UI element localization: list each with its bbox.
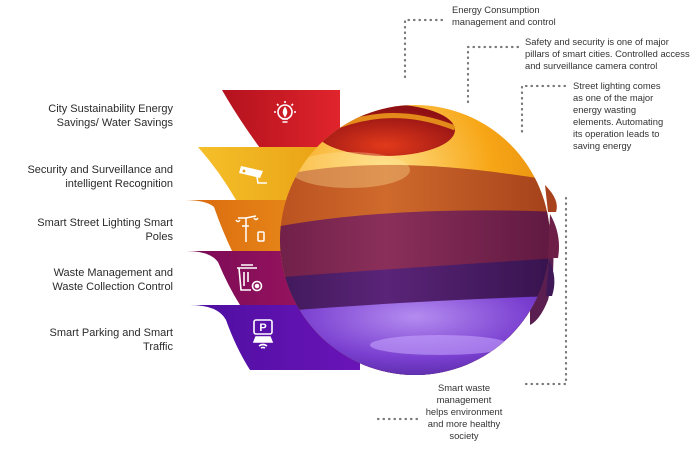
leader-lines xyxy=(376,18,568,421)
leader-safety xyxy=(466,45,520,105)
trash-bin-gear-icon xyxy=(237,264,263,292)
label-parking: Smart Parking and Smart Traffic xyxy=(49,327,174,353)
note-safety: Safety and security is one of major pill… xyxy=(525,36,690,71)
label-waste: Waste Management and Waste Collection Co… xyxy=(52,267,173,293)
svg-text:P: P xyxy=(259,322,266,334)
leader-waste xyxy=(524,194,568,386)
note-waste: Smart waste management helps environment… xyxy=(425,382,503,441)
note-energy: Energy Consumption management and contro… xyxy=(452,4,556,27)
leader-energy xyxy=(403,18,444,80)
note-lighting: Street lighting comes as one of the majo… xyxy=(573,80,664,151)
label-security: Security and Surveillance and intelligen… xyxy=(27,164,173,190)
lightbulb-leaf-icon xyxy=(274,101,296,123)
street-light-icon xyxy=(235,215,265,242)
label-sustainability: City Sustainability Energy Savings/ Wate… xyxy=(48,103,173,129)
label-street-lighting: Smart Street Lighting Smart Poles xyxy=(37,217,173,243)
leader-lighting xyxy=(520,84,567,134)
ribbon-sustainability xyxy=(222,90,340,148)
parking-car-icon: P xyxy=(252,319,274,349)
cctv-camera-icon xyxy=(239,166,267,184)
